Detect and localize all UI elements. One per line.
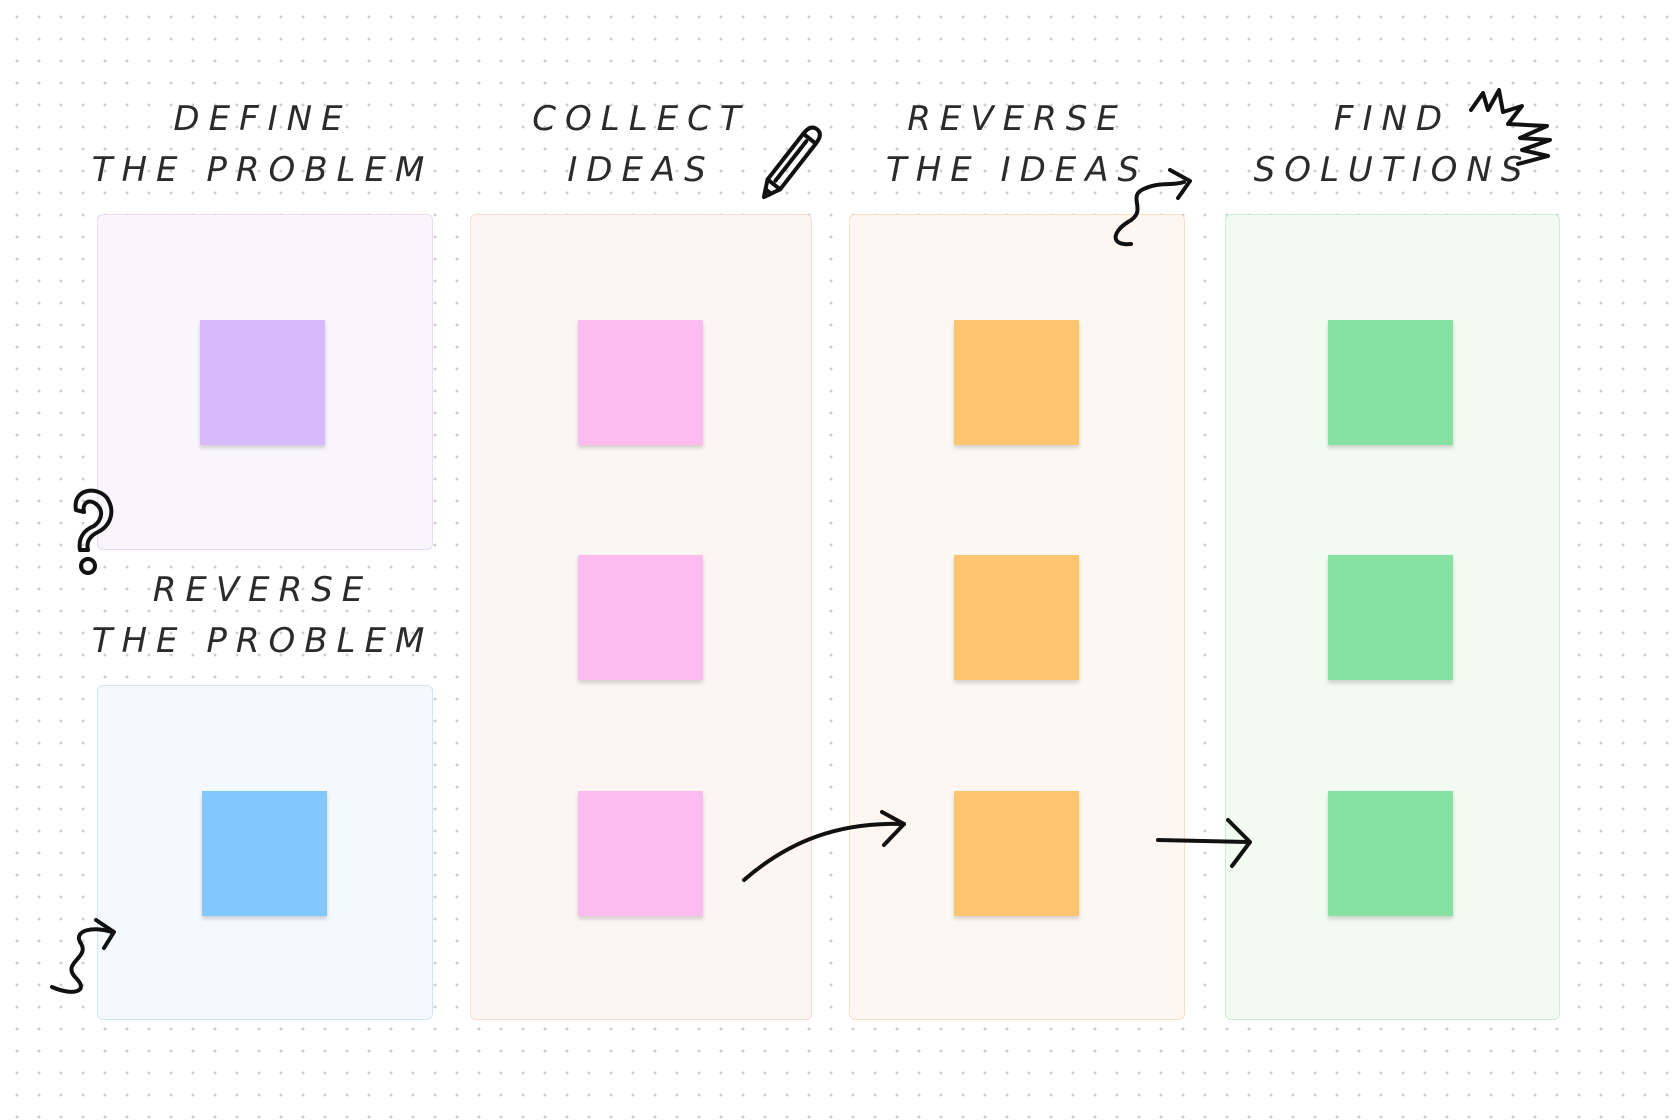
reverse-ideas-sticky-note[interactable] <box>954 320 1079 445</box>
heading-define-line-1: DEFINE <box>173 99 352 139</box>
reverse-ideas-sticky-note[interactable] <box>954 555 1079 680</box>
heading-define-the-problem: DEFINE THE PROBLEM <box>90 94 435 196</box>
heading-reverse-ideas-line-2: THE IDEAS <box>885 150 1149 190</box>
heading-find-line-2: SOLUTIONS <box>1253 150 1532 190</box>
heading-find-line-1: FIND <box>1333 99 1452 139</box>
heading-reverse-problem-line-2: THE PROBLEM <box>91 621 434 661</box>
heading-reverse-the-ideas: REVERSE THE IDEAS <box>849 94 1185 196</box>
heading-collect-ideas: COLLECT IDEAS <box>470 94 812 196</box>
collect-ideas-sticky-note[interactable] <box>578 791 703 916</box>
find-solutions-sticky-note[interactable] <box>1328 791 1453 916</box>
define-problem-sticky-note[interactable] <box>200 320 325 445</box>
heading-define-line-2: THE PROBLEM <box>91 150 434 190</box>
heading-collect-line-2: IDEAS <box>567 150 715 190</box>
reverse-problem-sticky-note[interactable] <box>202 791 327 916</box>
find-solutions-sticky-note[interactable] <box>1328 320 1453 445</box>
heading-reverse-the-problem: REVERSE THE PROBLEM <box>90 565 435 667</box>
heading-reverse-problem-line-1: REVERSE <box>152 570 373 610</box>
heading-collect-line-1: COLLECT <box>532 99 750 139</box>
find-solutions-sticky-note[interactable] <box>1328 555 1453 680</box>
collect-ideas-sticky-note[interactable] <box>578 320 703 445</box>
collect-ideas-sticky-note[interactable] <box>578 555 703 680</box>
heading-find-solutions: FIND SOLUTIONS <box>1225 94 1560 196</box>
heading-reverse-ideas-line-1: REVERSE <box>907 99 1127 139</box>
reverse-ideas-sticky-note[interactable] <box>954 791 1079 916</box>
